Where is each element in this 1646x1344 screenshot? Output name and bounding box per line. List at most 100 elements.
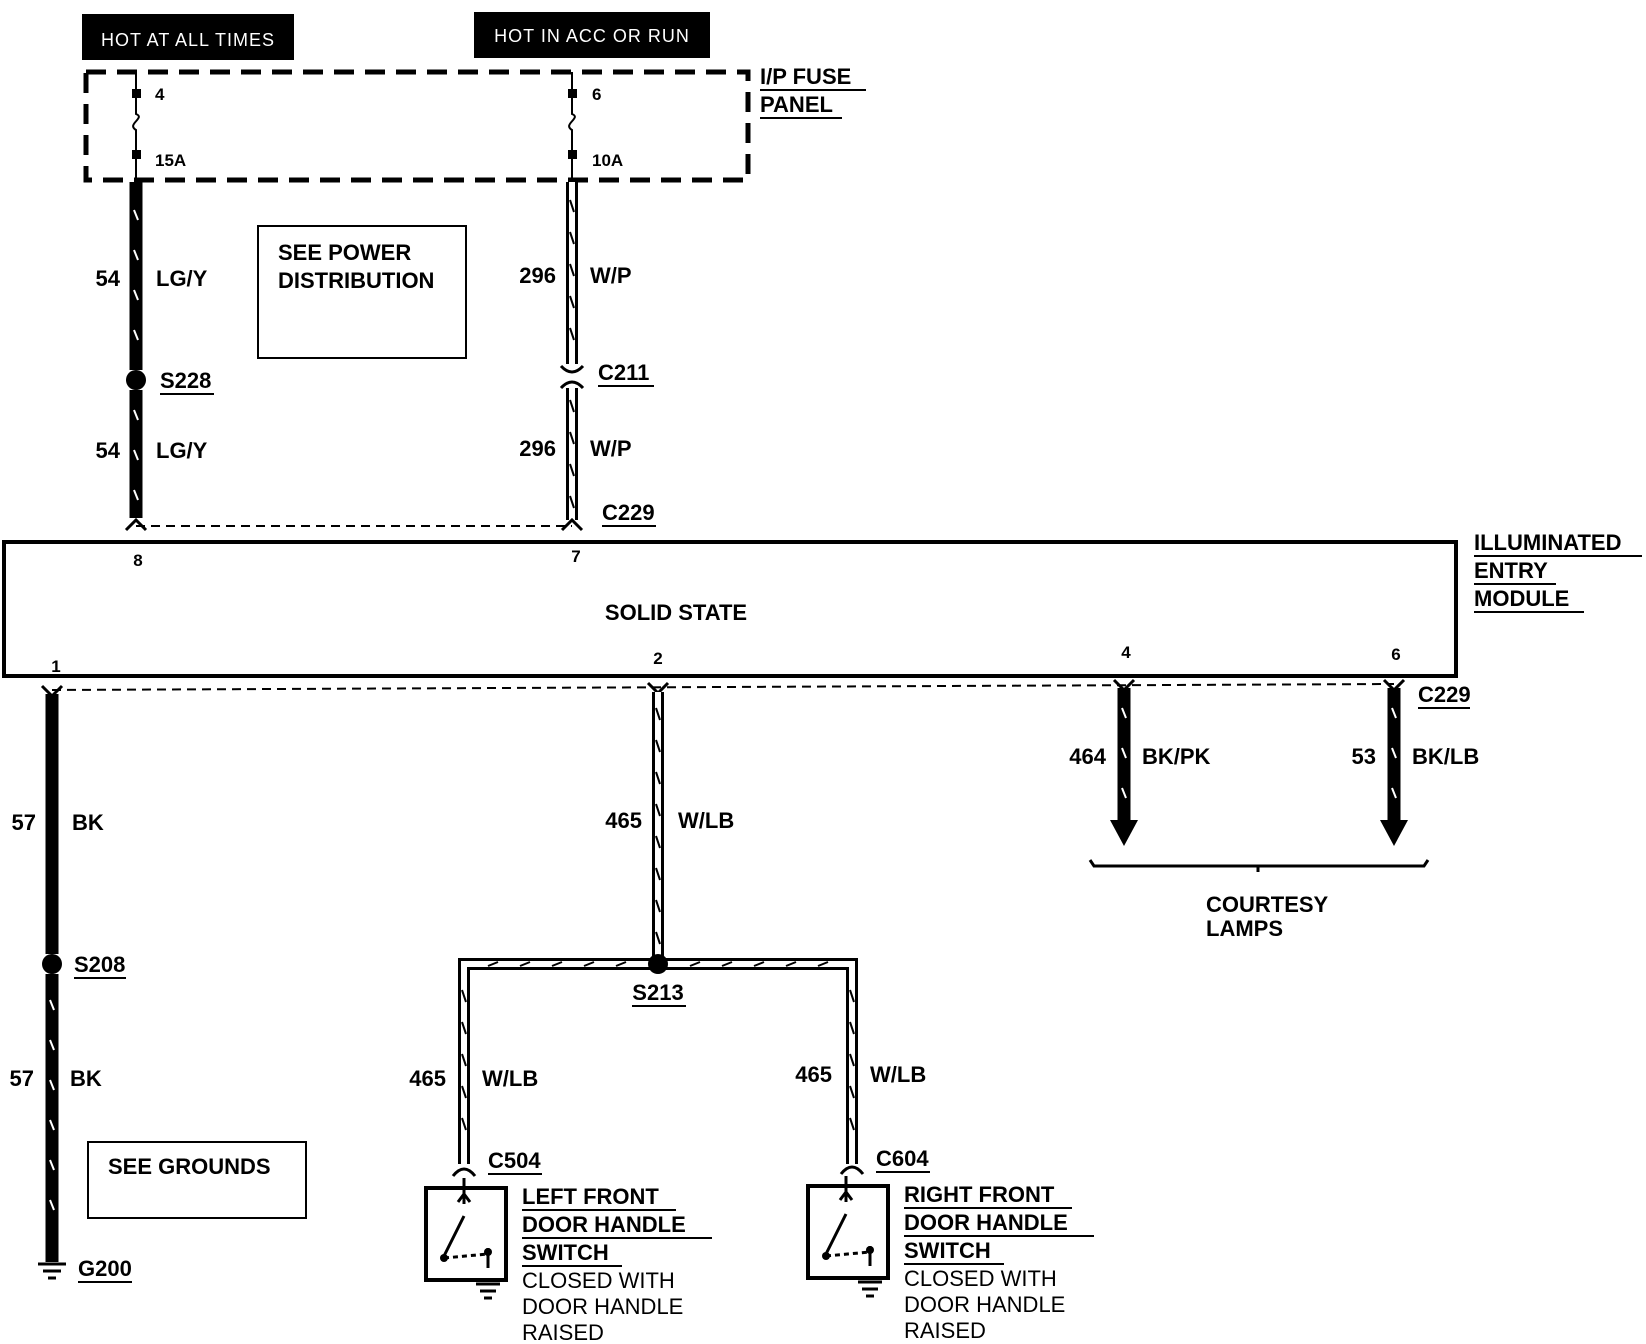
connector-c229-bottom-dash — [51, 683, 1395, 691]
module-pin-8: 8 — [133, 551, 142, 570]
ground-g200-icon — [38, 1262, 66, 1280]
wire-296-lower-color: W/P — [590, 436, 632, 461]
wire-465-right-color: W/LB — [870, 1062, 926, 1087]
wire-464-color: BK/PK — [1142, 744, 1211, 769]
module-pin-1: 1 — [51, 657, 60, 676]
connector-c604-icon — [839, 1165, 865, 1175]
wire-57-lower-color: BK — [70, 1066, 102, 1091]
left-switch-note-3: RAISED — [522, 1320, 604, 1344]
left-switch-note-1: CLOSED WITH — [522, 1268, 675, 1293]
fuse-10a-top-terminal — [568, 89, 577, 98]
module-name-line-1: ILLUMINATED — [1474, 530, 1621, 555]
wire-54-upper-color: LG/Y — [156, 266, 208, 291]
wire-464-circuit: 464 — [1069, 744, 1106, 769]
module-body-text: SOLID STATE — [605, 600, 747, 625]
connector-c504-label: C504 — [488, 1148, 541, 1173]
left-switch-name-2: DOOR HANDLE — [522, 1212, 686, 1237]
module-name-line-3: MODULE — [1474, 586, 1569, 611]
connector-c229-top-pin8-icon — [124, 517, 148, 532]
see-power-distribution-line-2: DISTRIBUTION — [278, 268, 434, 293]
left-door-switch-ground-icon — [476, 1282, 500, 1300]
see-grounds-label: SEE GROUNDS — [108, 1154, 271, 1179]
fuse-panel-title-1: I/P FUSE — [760, 64, 851, 89]
wire-464-hash — [1121, 707, 1127, 799]
right-door-switch-box — [806, 1184, 890, 1280]
wire-465-main-hash — [655, 707, 661, 945]
fuse-15a-element-icon — [132, 98, 140, 154]
hot-acc-run-tag — [474, 12, 710, 58]
wire-53-hash — [1391, 707, 1397, 799]
wire-465-main-circuit: 465 — [605, 808, 642, 833]
connector-c211-label: C211 — [598, 360, 649, 385]
left-switch-name-1: LEFT FRONT — [522, 1184, 659, 1209]
hot-acc-run-label: HOT IN ACC OR RUN — [494, 26, 690, 46]
connector-c229-top-pin7-icon — [560, 517, 584, 532]
splice-s208 — [42, 954, 62, 974]
fuse-15a-pin: 4 — [155, 85, 165, 104]
ground-g200-label: G200 — [78, 1256, 132, 1281]
right-switch-note-1: CLOSED WITH — [904, 1266, 1057, 1291]
wire-53-arrow-icon — [1380, 820, 1408, 846]
right-switch-note-3: RAISED — [904, 1318, 986, 1343]
left-door-switch-contact — [440, 1254, 448, 1262]
splice-s213 — [648, 954, 668, 974]
connector-c229-bottom-label: C229 — [1418, 682, 1471, 707]
wire-57-upper-circuit: 57 — [12, 810, 36, 835]
wire-57-lower-hash — [49, 999, 55, 1211]
wire-54-lower-color: LG/Y — [156, 438, 208, 463]
wire-465-left-color: W/LB — [482, 1066, 538, 1091]
wire-465-main-color: W/LB — [678, 808, 734, 833]
connector-c604-label: C604 — [876, 1146, 929, 1171]
left-switch-note-2: DOOR HANDLE — [522, 1294, 683, 1319]
wire-296-lower-hash — [569, 399, 575, 509]
wire-54-upper-circuit: 54 — [96, 266, 121, 291]
wire-296-upper-color: W/P — [590, 263, 632, 288]
hot-at-all-times-tag — [82, 14, 294, 60]
connector-c211-upper-icon — [559, 364, 585, 374]
fuse-15a-rating: 15A — [155, 151, 186, 170]
fuse-panel-title-2: PANEL — [760, 92, 833, 117]
wire-53-circuit: 53 — [1352, 744, 1376, 769]
module-pin-6: 6 — [1391, 645, 1400, 664]
splice-s228 — [126, 370, 146, 390]
right-switch-name-3: SWITCH — [904, 1238, 991, 1263]
left-door-switch-icon — [442, 1178, 490, 1268]
illuminated-entry-module-box — [2, 540, 1458, 678]
fuse-10a-bottom-terminal — [568, 150, 577, 159]
left-door-switch-fixed-contact — [484, 1248, 492, 1256]
fuse-10a-element-icon — [568, 98, 576, 154]
right-switch-name-2: DOOR HANDLE — [904, 1210, 1068, 1235]
left-switch-name-3: SWITCH — [522, 1240, 609, 1265]
splice-s228-label: S228 — [160, 368, 211, 393]
courtesy-lamps-bracket — [1088, 859, 1430, 872]
wire-296-upper-hash — [569, 199, 575, 341]
wire-54-lower-circuit: 54 — [96, 438, 121, 463]
fuse-10a-pin: 6 — [592, 85, 601, 104]
module-name-line-2: ENTRY — [1474, 558, 1548, 583]
courtesy-lamps-line-2: LAMPS — [1206, 916, 1283, 941]
wire-465-left-circuit: 465 — [409, 1066, 446, 1091]
wire-57-lower-circuit: 57 — [10, 1066, 34, 1091]
splice-s208-label: S208 — [74, 952, 125, 977]
wire-53-color: BK/LB — [1412, 744, 1479, 769]
module-pin-4: 4 — [1121, 643, 1131, 662]
wire-464-arrow-icon — [1110, 820, 1138, 846]
module-pin-2: 2 — [653, 649, 662, 668]
hot-at-all-times-label: HOT AT ALL TIMES — [101, 30, 275, 50]
fuse-15a-top-terminal — [132, 89, 141, 98]
see-grounds-box — [87, 1141, 307, 1219]
wire-296-upper-circuit: 296 — [519, 263, 556, 288]
wire-54-lower-hash — [133, 409, 139, 501]
wire-465-branch-hash — [461, 961, 855, 1131]
right-switch-note-2: DOOR HANDLE — [904, 1292, 1065, 1317]
fuse-10a-rating: 10A — [592, 151, 623, 170]
left-door-switch-box — [424, 1186, 508, 1282]
splice-s213-label: S213 — [632, 980, 683, 1005]
right-door-switch-ground-icon — [858, 1280, 882, 1298]
wire-296-lower-circuit: 296 — [519, 436, 556, 461]
right-switch-name-1: RIGHT FRONT — [904, 1182, 1055, 1207]
connector-c229-top-label: C229 — [602, 500, 655, 525]
wire-57-upper-color: BK — [72, 810, 104, 835]
